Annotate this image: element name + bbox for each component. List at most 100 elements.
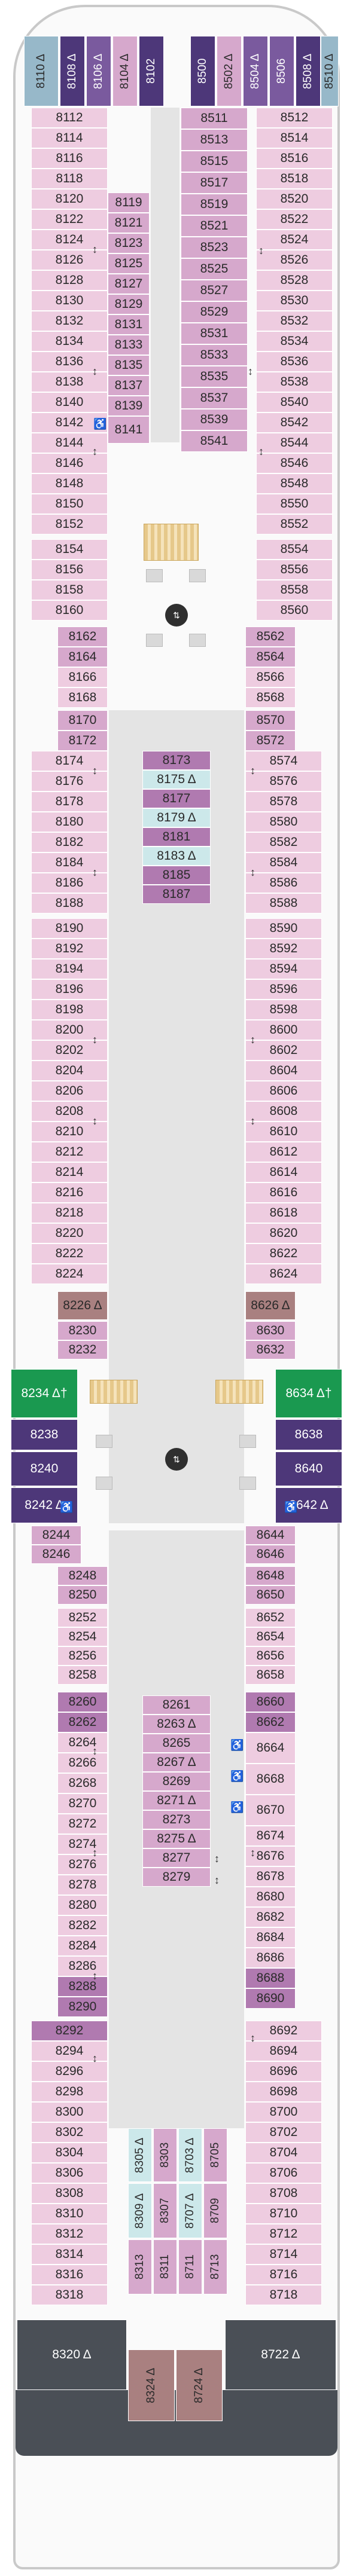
cabin-8534[interactable]: 8534 [256,331,333,352]
cabin-8190[interactable]: 8190 [31,918,108,939]
cabin-8279[interactable]: 8279 [142,1868,211,1887]
cabin-8574[interactable]: 8574 [245,751,322,771]
cabin-8535[interactable]: 8535 [181,366,248,387]
cabin-8533[interactable]: 8533 [181,344,248,366]
cabin-8170[interactable]: 8170 [57,710,108,731]
cabin-8560[interactable]: 8560 [256,600,333,621]
cabin-8660[interactable]: 8660 [245,1692,296,1712]
cabin-8521[interactable]: 8521 [181,215,248,237]
cabin-8616[interactable]: 8616 [245,1182,322,1203]
cabin-8517[interactable]: 8517 [181,172,248,194]
cabin-8222[interactable]: 8222 [31,1243,108,1264]
cabin-8706[interactable]: 8706 [245,2163,322,2183]
cabin-8524[interactable]: 8524 [256,230,333,250]
cabin-8654[interactable]: 8654 [245,1627,296,1646]
cabin-8544[interactable]: 8544 [256,433,333,453]
cabin-8246[interactable]: 8246 [31,1545,81,1564]
cabin-8172[interactable]: 8172 [57,731,108,751]
cabin-8122[interactable]: 8122 [31,209,108,230]
cabin-8192[interactable]: 8192 [31,939,108,959]
cabin-8531[interactable]: 8531 [181,323,248,344]
cabin-8137[interactable]: 8137 [108,375,150,396]
cabin-8511[interactable]: 8511 [181,108,248,129]
cabin-8640[interactable]: 8640 [275,1452,342,1486]
cabin-8240[interactable]: 8240 [11,1452,78,1486]
cabin-8670[interactable]: 8670 [245,1795,296,1826]
cabin-8606[interactable]: 8606 [245,1081,322,1101]
cabin-8708[interactable]: 8708 [245,2183,322,2204]
cabin-8705[interactable]: 8705 [203,2128,227,2182]
cabin-8678[interactable]: 8678 [245,1866,296,1887]
cabin-8688[interactable]: 8688 [245,1968,296,1988]
cabin-8212[interactable]: 8212 [31,1142,108,1162]
cabin-8256[interactable]: 8256 [57,1646,108,1666]
cabin-8612[interactable]: 8612 [245,1142,322,1162]
cabin-8150[interactable]: 8150 [31,494,108,514]
cabin-8500[interactable]: 8500 [190,36,215,106]
cabin-8711[interactable]: 8711 [178,2239,202,2294]
cabin-8135[interactable]: 8135 [108,355,150,375]
cabin-8186[interactable]: 8186 [31,873,108,893]
cabin-8546[interactable]: 8546 [256,453,333,473]
cabin-8506[interactable]: 8506 [269,36,294,106]
cabin-8242[interactable]: 8242 Δ [11,1487,78,1523]
cabin-8566[interactable]: 8566 [245,667,296,687]
cabin-8129[interactable]: 8129 [108,294,150,314]
cabin-8160[interactable]: 8160 [31,600,108,621]
cabin-8624[interactable]: 8624 [245,1264,322,1284]
cabin-8168[interactable]: 8168 [57,687,108,708]
cabin-8504[interactable]: 8504 Δ [243,36,268,106]
cabin-8714[interactable]: 8714 [245,2244,322,2265]
cabin-8596[interactable]: 8596 [245,979,322,1000]
cabin-8102[interactable]: 8102 [139,36,164,106]
cabin-8539[interactable]: 8539 [181,409,248,430]
cabin-8537[interactable]: 8537 [181,387,248,409]
cabin-8104[interactable]: 8104 Δ [112,36,138,106]
cabin-8114[interactable]: 8114 [31,128,108,148]
cabin-8254[interactable]: 8254 [57,1627,108,1646]
cabin-8180[interactable]: 8180 [31,812,108,832]
cabin-8300[interactable]: 8300 [31,2102,108,2122]
cabin-8632[interactable]: 8632 [245,1340,296,1359]
cabin-8610[interactable]: 8610 [245,1122,322,1142]
cabin-8162[interactable]: 8162 [57,627,108,647]
cabin-8188[interactable]: 8188 [31,893,108,913]
cabin-8124[interactable]: 8124 [31,230,108,250]
cabin-8716[interactable]: 8716 [245,2265,322,2285]
cabin-8196[interactable]: 8196 [31,979,108,1000]
cabin-8131[interactable]: 8131 [108,314,150,335]
cabin-8707[interactable]: 8707 Δ [178,2183,202,2238]
cabin-8126[interactable]: 8126 [31,250,108,270]
cabin-8118[interactable]: 8118 [31,169,108,189]
cabin-8634[interactable]: 8634 Δ† [275,1369,342,1418]
cabin-8536[interactable]: 8536 [256,352,333,372]
cabin-8538[interactable]: 8538 [256,372,333,392]
cabin-8238[interactable]: 8238 [11,1419,78,1450]
cabin-8650[interactable]: 8650 [245,1585,296,1605]
cabin-8132[interactable]: 8132 [31,311,108,331]
cabin-8586[interactable]: 8586 [245,873,322,893]
cabin-8274[interactable]: 8274 [57,1834,108,1854]
cabin-8564[interactable]: 8564 [245,647,296,667]
cabin-8676[interactable]: 8676 [245,1846,296,1866]
cabin-8513[interactable]: 8513 [181,129,248,151]
cabin-8166[interactable]: 8166 [57,667,108,687]
cabin-8600[interactable]: 8600 [245,1020,322,1040]
cabin-8576[interactable]: 8576 [245,771,322,792]
cabin-8532[interactable]: 8532 [256,311,333,331]
cabin-8144[interactable]: 8144 [31,433,108,453]
cabin-8306[interactable]: 8306 [31,2163,108,2183]
cabin-8580[interactable]: 8580 [245,812,322,832]
cabin-8530[interactable]: 8530 [256,291,333,311]
cabin-8622[interactable]: 8622 [245,1243,322,1264]
cabin-8292[interactable]: 8292 [31,2021,108,2041]
cabin-8198[interactable]: 8198 [31,1000,108,1020]
cabin-8528[interactable]: 8528 [256,270,333,291]
cabin-8594[interactable]: 8594 [245,959,322,979]
cabin-8313[interactable]: 8313 [128,2239,152,2294]
cabin-8244[interactable]: 8244 [31,1526,81,1545]
cabin-8562[interactable]: 8562 [245,627,296,647]
cabin-8710[interactable]: 8710 [245,2204,322,2224]
cabin-8179[interactable]: 8179 Δ [142,808,211,827]
cabin-8312[interactable]: 8312 [31,2224,108,2244]
